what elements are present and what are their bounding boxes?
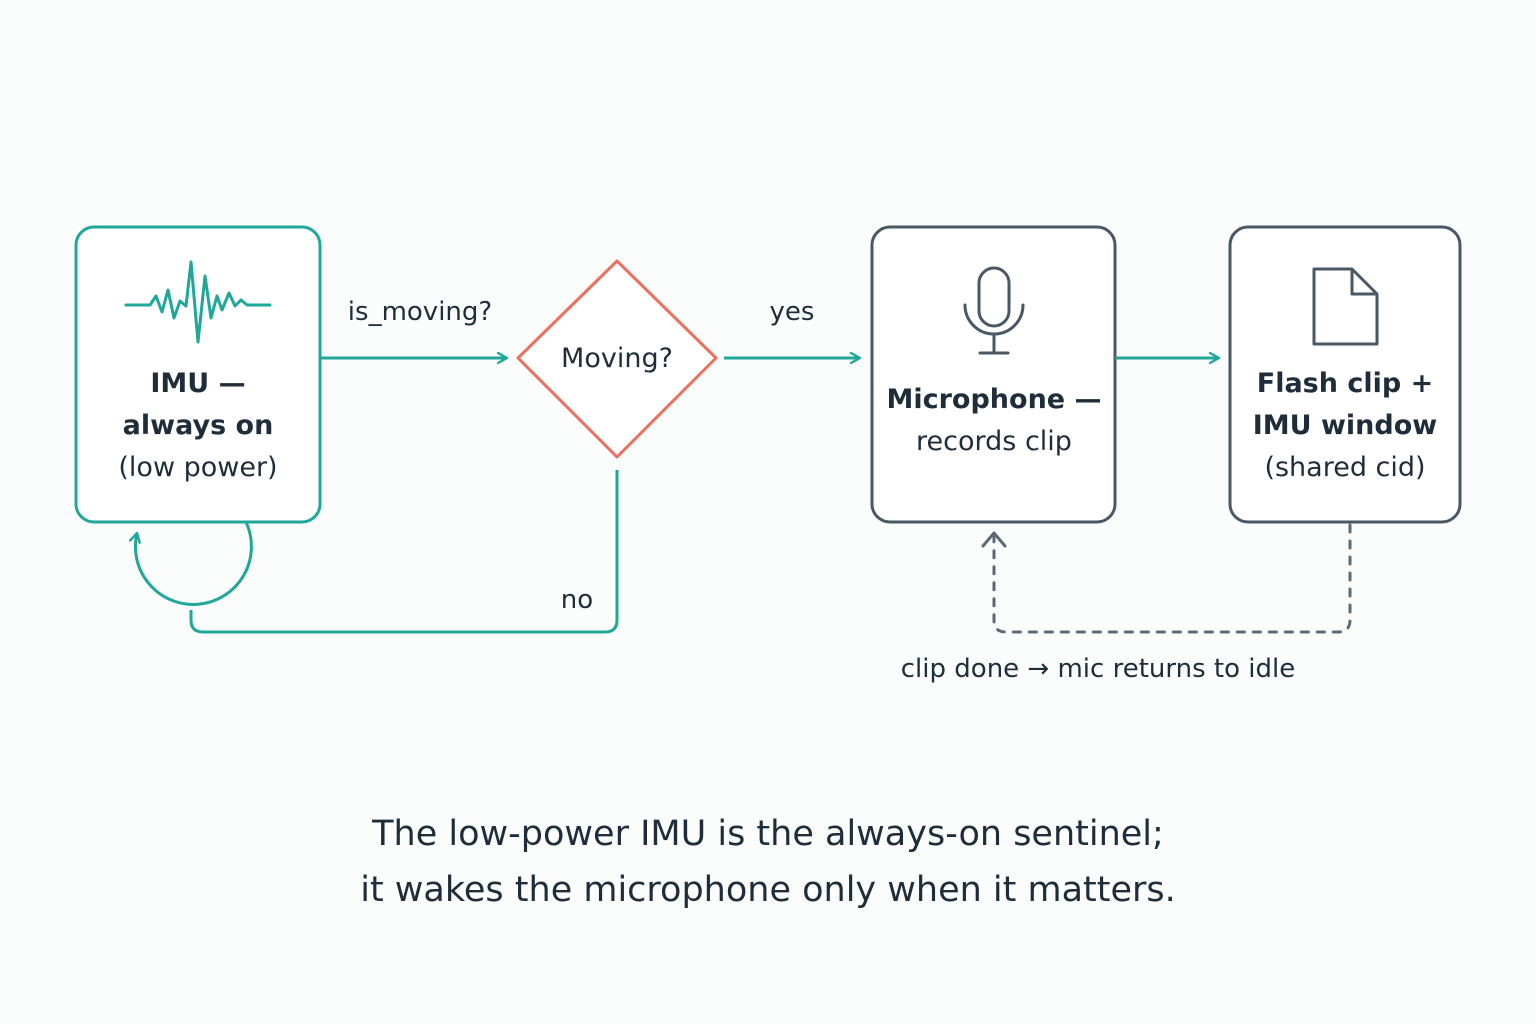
flash-subtitle: (shared cid) — [1264, 452, 1425, 483]
caption-line-1: The low-power IMU is the always-on senti… — [372, 814, 1164, 854]
edge-label-return: clip done → mic returns to idle — [901, 654, 1295, 684]
return-arrowhead — [981, 531, 1007, 548]
microphone-subtitle: records clip — [916, 426, 1072, 457]
imu-title-line1: IMU — — [150, 368, 245, 399]
decision-label: Moving? — [561, 343, 673, 374]
edge-label-yes: yes — [770, 297, 815, 327]
flash-title-line2: IMU window — [1253, 410, 1437, 441]
edge-return-to-idle — [981, 523, 1352, 634]
caption: The low-power IMU is the always-on senti… — [0, 806, 1536, 918]
waveform-icon — [124, 260, 272, 344]
microphone-title: Microphone — — [886, 384, 1101, 415]
caption-line-2: it wakes the microphone only when it mat… — [360, 870, 1176, 910]
microphone-icon — [963, 266, 1025, 355]
document-icon — [1312, 267, 1379, 346]
microphone-node: Microphone — records clip — [870, 225, 1117, 524]
flash-node: Flash clip + IMU window (shared cid) — [1228, 225, 1462, 524]
edge-label-is-moving: is_moving? — [348, 297, 492, 327]
imu-node: IMU — always on (low power) — [74, 225, 322, 524]
imu-title-line2: always on — [123, 410, 274, 441]
imu-self-loop — [135, 521, 253, 606]
edge-decision-no — [189, 470, 619, 634]
decision-node: Moving? — [516, 259, 718, 459]
imu-subtitle: (low power) — [118, 452, 277, 483]
flash-title-line1: Flash clip + — [1257, 368, 1433, 399]
edge-label-no: no — [561, 585, 593, 615]
